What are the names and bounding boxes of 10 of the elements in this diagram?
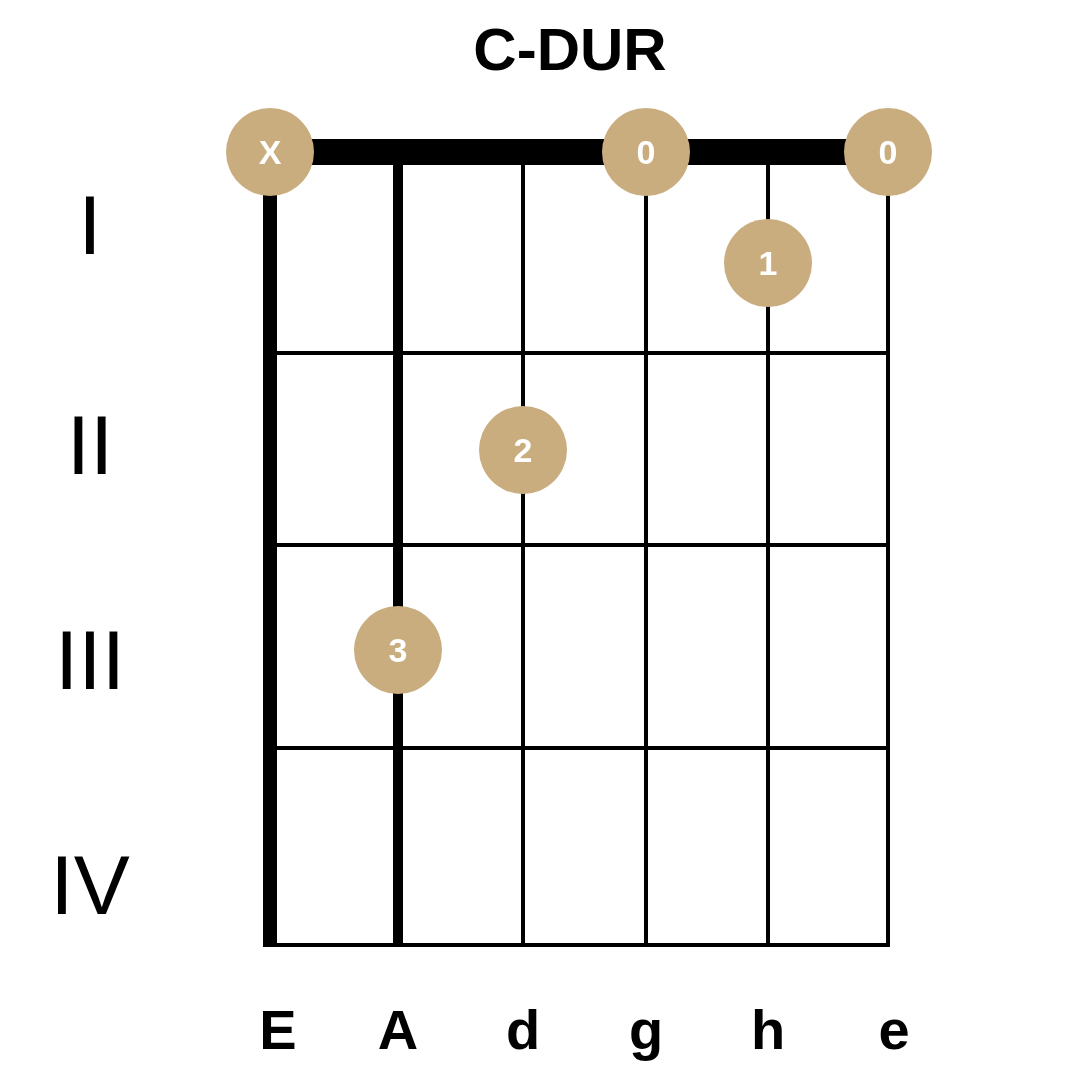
string-name: E — [259, 1002, 297, 1058]
fret-number: I — [78, 183, 102, 267]
string-name: A — [377, 1002, 419, 1058]
fret-number: III — [55, 618, 125, 702]
fret-number: II — [66, 403, 114, 487]
string-name: e — [878, 1002, 910, 1058]
string-name: d — [505, 1002, 541, 1058]
string-name: h — [750, 1002, 786, 1058]
chord-title: C-DUR — [473, 15, 667, 85]
fret-number: IV — [50, 843, 130, 927]
